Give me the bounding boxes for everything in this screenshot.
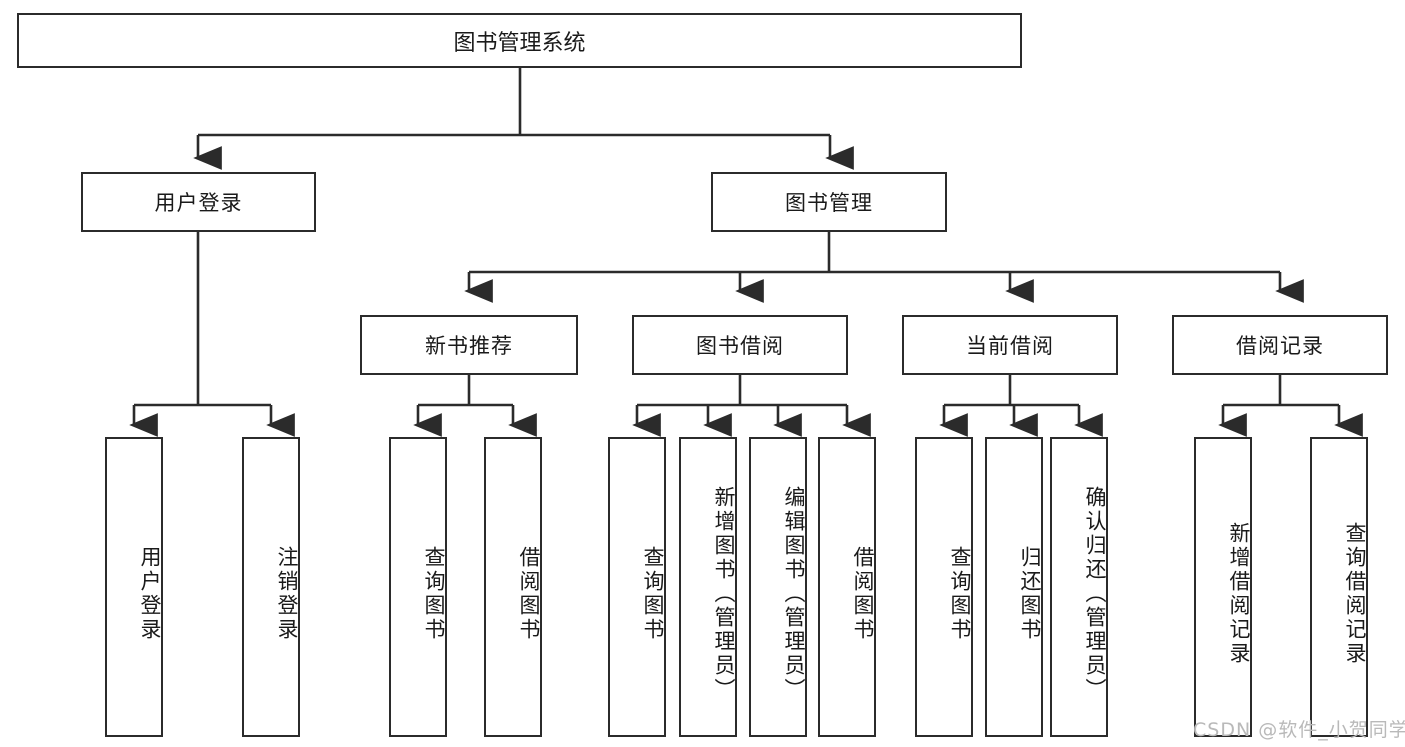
node-book-borrow[interactable]: 图书借阅 xyxy=(632,315,848,375)
node-label: 图书管理系统 xyxy=(453,30,586,56)
node-label: 用户登录 xyxy=(138,546,162,642)
node-label: 归还图书 xyxy=(1018,546,1042,642)
node-root-system[interactable]: 图书管理系统 xyxy=(17,13,1022,68)
node-label: 注销登录 xyxy=(275,546,299,642)
node-label: 新书推荐 xyxy=(425,334,513,358)
node-leaf-add-book[interactable]: 新增图书（管理员） xyxy=(679,437,737,737)
node-label: 查询图书 xyxy=(641,546,665,642)
node-new-book-recommend[interactable]: 新书推荐 xyxy=(360,315,578,375)
node-book-manage[interactable]: 图书管理 xyxy=(711,172,947,232)
node-leaf-confirm-return[interactable]: 确认归还（管理员） xyxy=(1050,437,1108,737)
node-leaf-borrow-book-1[interactable]: 借阅图书 xyxy=(484,437,542,737)
node-current-borrow[interactable]: 当前借阅 xyxy=(902,315,1118,375)
node-leaf-add-record[interactable]: 新增借阅记录 xyxy=(1194,437,1252,737)
node-label: 用户登录 xyxy=(154,191,243,215)
node-label: 查询图书 xyxy=(422,546,446,642)
node-leaf-query-record[interactable]: 查询借阅记录 xyxy=(1310,437,1368,737)
node-label: 新增借阅记录 xyxy=(1227,522,1251,666)
node-leaf-user-login[interactable]: 用户登录 xyxy=(105,437,163,737)
node-label: 查询借阅记录 xyxy=(1343,522,1367,666)
node-leaf-query-book-1[interactable]: 查询图书 xyxy=(389,437,447,737)
node-label: 确认归还（管理员） xyxy=(1083,486,1107,702)
node-leaf-return-book[interactable]: 归还图书 xyxy=(985,437,1043,737)
node-leaf-query-book-2[interactable]: 查询图书 xyxy=(608,437,666,737)
node-label: 编辑图书（管理员） xyxy=(782,486,806,702)
node-label: 当前借阅 xyxy=(966,334,1054,358)
node-label: 新增图书（管理员） xyxy=(712,486,736,702)
node-leaf-borrow-book-2[interactable]: 借阅图书 xyxy=(818,437,876,737)
node-label: 图书借阅 xyxy=(696,334,784,358)
node-leaf-logout-login[interactable]: 注销登录 xyxy=(242,437,300,737)
node-label: 借阅记录 xyxy=(1236,334,1324,358)
node-label: 借阅图书 xyxy=(851,546,875,642)
node-leaf-edit-book[interactable]: 编辑图书（管理员） xyxy=(749,437,807,737)
node-leaf-query-book-3[interactable]: 查询图书 xyxy=(915,437,973,737)
node-user-login[interactable]: 用户登录 xyxy=(81,172,316,232)
node-borrow-record[interactable]: 借阅记录 xyxy=(1172,315,1388,375)
csdn-watermark: CSDN @软件_小贺同学 xyxy=(1193,719,1405,741)
node-label: 借阅图书 xyxy=(517,546,541,642)
node-label: 查询图书 xyxy=(948,546,972,642)
node-label: 图书管理 xyxy=(785,191,873,215)
